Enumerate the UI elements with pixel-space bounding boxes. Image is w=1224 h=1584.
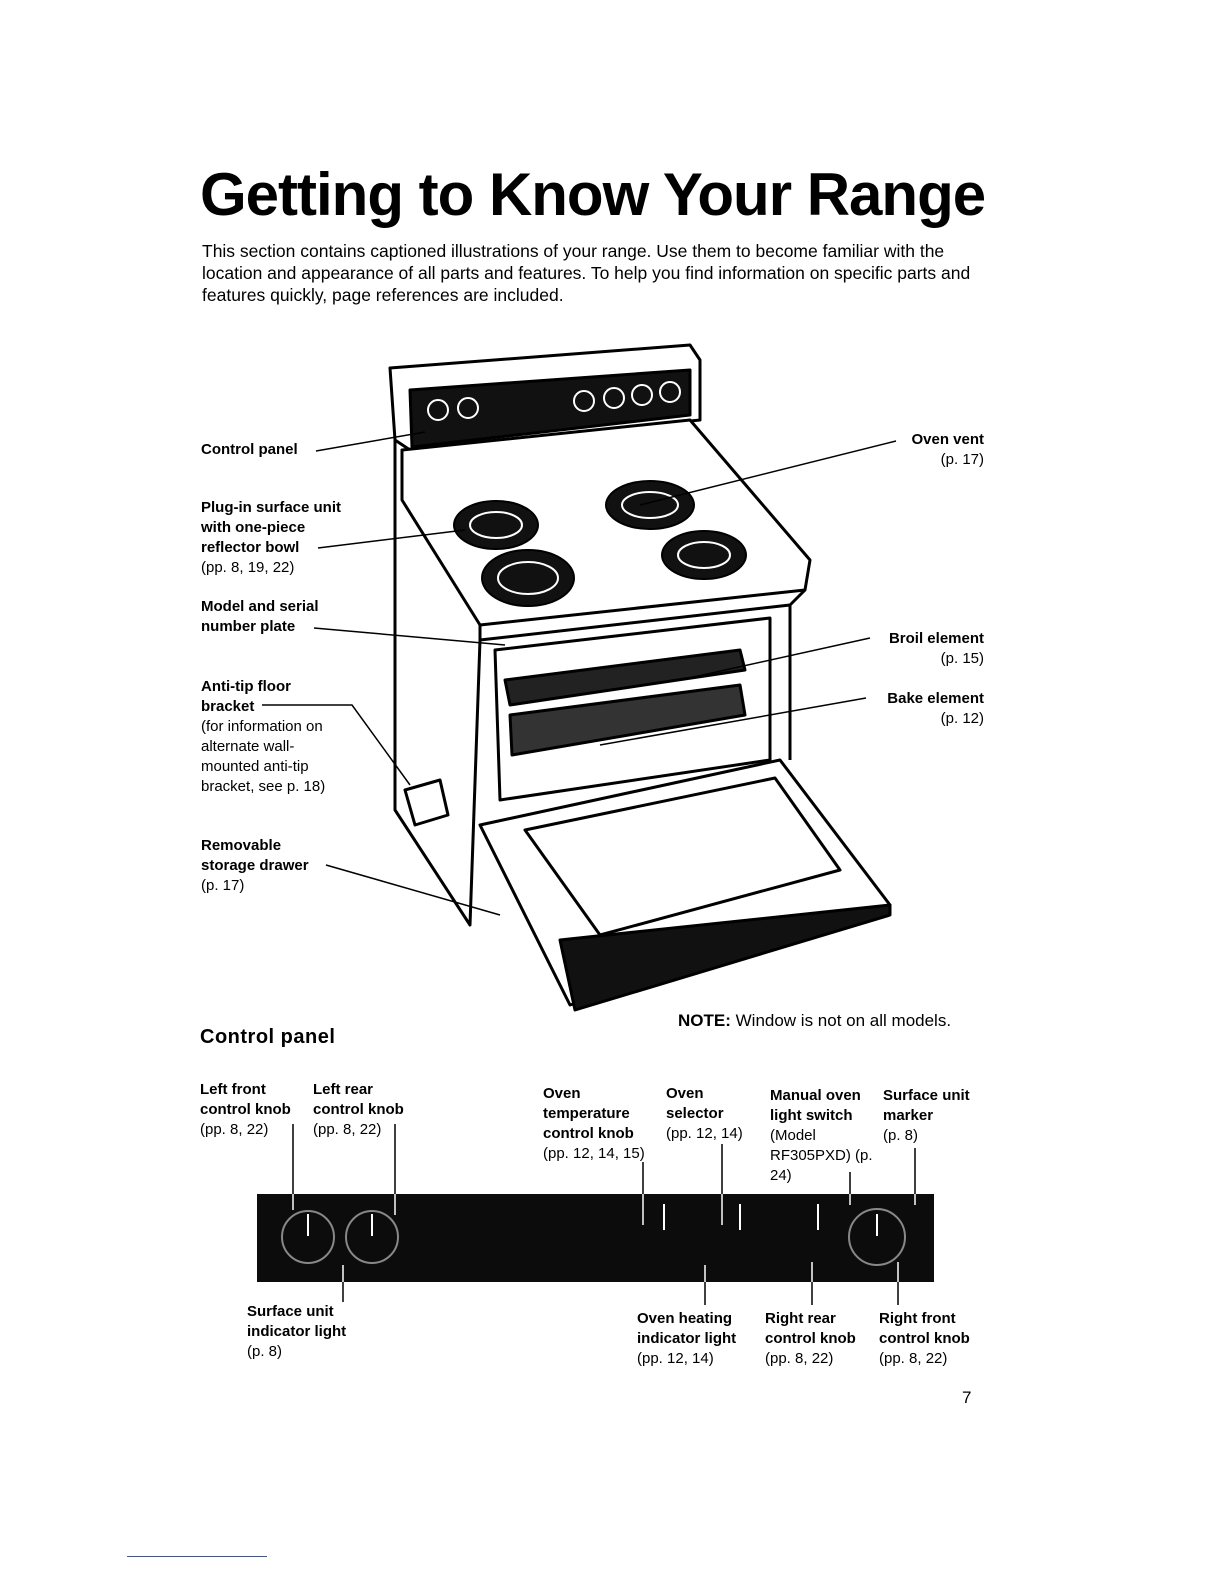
callout-oven-selector: Oven selector (pp. 12, 14) — [666, 1084, 762, 1144]
callout-oven-temperature-knob: Oven temperature control knob (pp. 12, 1… — [543, 1084, 661, 1164]
callout-drawer: Removable storage drawer (p. 17) — [201, 836, 331, 896]
callout-title: Oven selector — [666, 1085, 724, 1122]
callout-left-front-knob: Left front control knob (pp. 8, 22) — [200, 1080, 310, 1140]
callout-right-rear-knob: Right rear control knob (pp. 8, 22) — [765, 1309, 875, 1369]
callout-ref: (p. 8) — [883, 1127, 919, 1144]
callout-broil-element: Broil element (p. 15) — [864, 629, 984, 669]
note-label: NOTE: — [678, 1011, 731, 1030]
callout-title: Manual oven light switch — [770, 1087, 861, 1124]
control-panel-heading: Control panel — [200, 1026, 336, 1048]
callout-title: Broil element — [888, 630, 984, 647]
callout-ref: (pp. 12, 14, 15) — [543, 1145, 645, 1162]
callout-ref: (p. 17) — [940, 451, 984, 468]
callout-ref: (pp. 8, 22) — [200, 1121, 269, 1138]
callout-surface-indicator-light: Surface unit indicator light (p. 8) — [247, 1302, 367, 1362]
callout-left-rear-knob: Left rear control knob (pp. 8, 22) — [313, 1080, 423, 1140]
footer-rule — [127, 1556, 267, 1557]
page-number: 7 — [962, 1388, 972, 1407]
callout-anti-tip: Anti-tip floor bracket (for information … — [201, 677, 331, 797]
callout-title: Oven vent — [911, 431, 984, 448]
callout-surface-unit: Plug-in surface unit with one-piece refl… — [201, 498, 366, 578]
intro-paragraph: This section contains captioned illustra… — [202, 241, 971, 305]
callout-ref: (pp. 8, 22) — [313, 1121, 382, 1138]
callout-title: Model and serial number plate — [201, 598, 319, 635]
callout-ref: (pp. 8, 19, 22) — [201, 559, 295, 576]
callout-oven-heating-light: Oven heating indicator light (pp. 12, 14… — [637, 1309, 757, 1369]
callout-ref: (for information on alternate wall-mount… — [201, 718, 326, 795]
callout-oven-vent: Oven vent (p. 17) — [884, 430, 984, 470]
callout-ref: (pp. 12, 14) — [637, 1350, 714, 1367]
callout-title: Left rear control knob — [313, 1081, 404, 1118]
callout-title: Bake element — [887, 690, 984, 707]
callout-ref: (pp. 8, 22) — [765, 1350, 834, 1367]
callout-title: Plug-in surface unit with one-piece refl… — [201, 499, 342, 556]
callout-title: Control panel — [201, 441, 298, 458]
callout-title: Oven heating indicator light — [637, 1310, 737, 1347]
note-text: Window is not on all models. — [735, 1011, 952, 1030]
callout-title: Removable storage drawer — [201, 837, 309, 874]
callout-surface-unit-marker: Surface unit marker (p. 8) — [883, 1086, 983, 1146]
callout-bake-element: Bake element (p. 12) — [864, 689, 984, 729]
callout-oven-light-switch: Manual oven light switch (Model RF305PXD… — [770, 1086, 876, 1186]
callout-ref: (pp. 8, 22) — [879, 1350, 948, 1367]
callout-ref: (Model RF305PXD) (p. 24) — [770, 1127, 873, 1184]
callout-model-plate: Model and serial number plate — [201, 597, 351, 637]
callout-ref: (p. 15) — [940, 650, 984, 667]
callout-title: Surface unit marker — [883, 1087, 970, 1124]
callout-title: Left front control knob — [200, 1081, 291, 1118]
callout-title: Oven temperature control knob — [543, 1085, 634, 1142]
callout-right-front-knob: Right front control knob (pp. 8, 22) — [879, 1309, 989, 1369]
callout-title: Anti-tip floor bracket — [201, 678, 291, 715]
callout-ref: (pp. 12, 14) — [666, 1125, 743, 1142]
callout-ref: (p. 12) — [940, 710, 984, 727]
page-title: Getting to Know Your Range — [200, 161, 986, 228]
callout-ref: (p. 8) — [247, 1343, 283, 1360]
callout-title: Surface unit indicator light — [247, 1303, 347, 1340]
callout-title: Right rear control knob — [765, 1310, 856, 1347]
callout-ref: (p. 17) — [201, 877, 245, 894]
callout-control-panel: Control panel — [201, 440, 298, 460]
callout-title: Right front control knob — [879, 1310, 970, 1347]
note: NOTE: Window is not on all models. — [678, 1011, 951, 1031]
